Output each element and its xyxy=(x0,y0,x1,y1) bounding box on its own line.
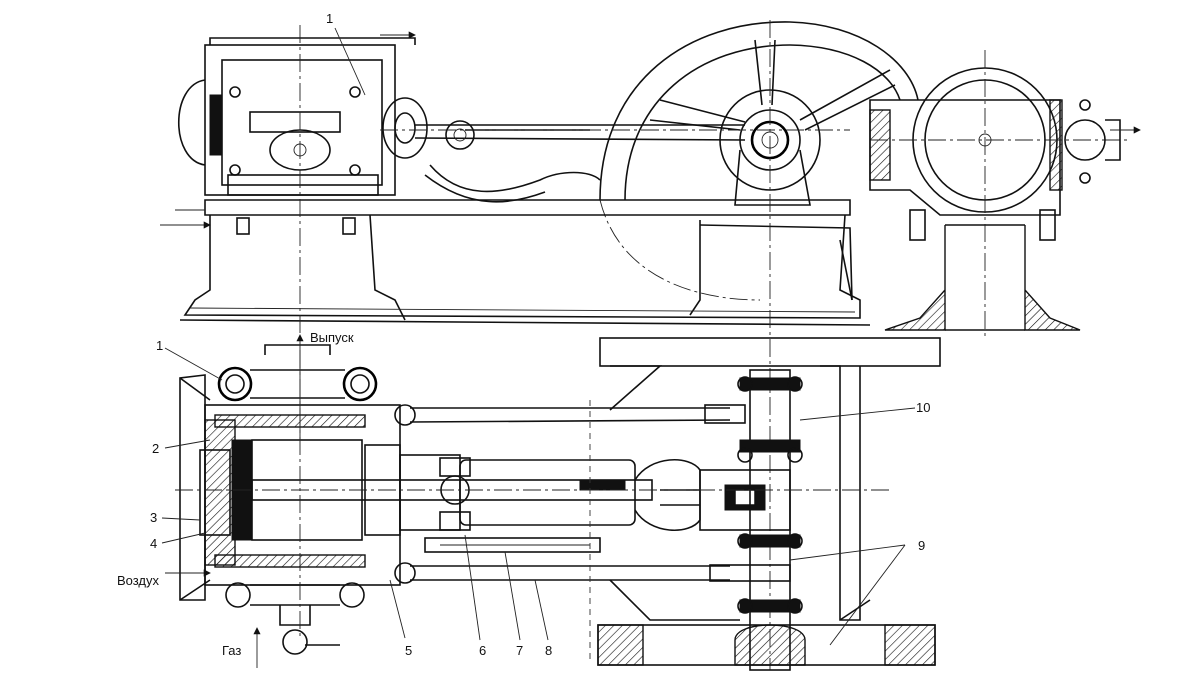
label-1-top: 1 xyxy=(326,11,333,26)
label-3: 3 xyxy=(150,510,157,525)
crankshaft xyxy=(749,369,791,671)
label-air: Воздух xyxy=(117,573,160,588)
leader-lines xyxy=(161,27,916,646)
label-exhaust: Выпуск xyxy=(310,330,354,345)
engine-bed xyxy=(204,199,851,216)
side-elevation xyxy=(160,20,919,670)
end-view xyxy=(869,50,1141,340)
label-gas: Газ xyxy=(222,643,241,658)
flywheel-rim xyxy=(599,21,919,201)
label-5: 5 xyxy=(405,643,412,658)
label-8: 8 xyxy=(545,643,552,658)
plan-section xyxy=(165,334,941,671)
top-plate xyxy=(599,337,941,367)
label-9: 9 xyxy=(918,538,925,553)
label-1: 1 xyxy=(156,338,163,353)
label-4: 4 xyxy=(150,536,157,551)
labels: 1 Выпуск 1 2 3 4 Воздух Газ 5 6 7 8 9 10 xyxy=(117,11,930,658)
label-6: 6 xyxy=(479,643,486,658)
label-7: 7 xyxy=(516,643,523,658)
label-2: 2 xyxy=(152,441,159,456)
label-10: 10 xyxy=(916,400,930,415)
